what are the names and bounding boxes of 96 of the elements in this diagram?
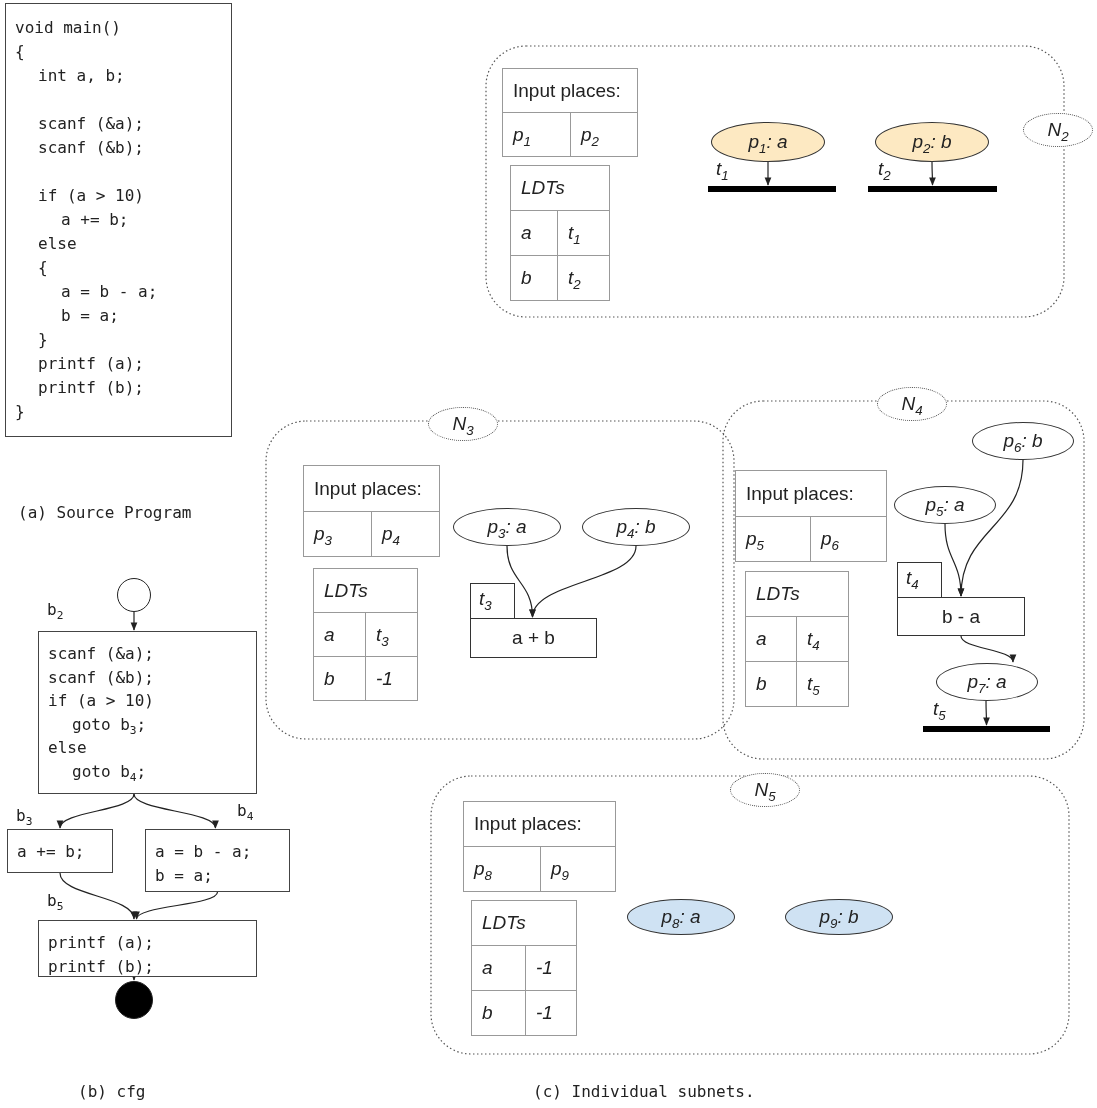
subnet-label: N$_{4}$	[877, 387, 947, 421]
block-label: b$_{5}$	[47, 891, 64, 910]
arrow	[958, 459, 1024, 597]
transition-bar	[708, 186, 836, 192]
table-header: LDTs	[471, 900, 577, 946]
table-header: LDTs	[745, 571, 849, 617]
table-cell: p$_{5}$	[735, 516, 811, 562]
code-line: {	[38, 258, 48, 277]
arrow	[929, 161, 936, 186]
block-label: b$_{3}$	[16, 806, 33, 825]
code-line: int a, b;	[38, 66, 125, 85]
table-header: Input places:	[463, 801, 616, 847]
table-cell: p$_{1}$	[502, 112, 571, 157]
code-line: scanf (&a);	[48, 644, 154, 663]
place-node: p$_{9}$: b	[785, 899, 893, 935]
place-node: p$_{5}$: a	[894, 486, 996, 524]
table-cell: p$_{4}$	[371, 511, 440, 557]
subnet-label: N$_{5}$	[730, 773, 800, 807]
table-header: Input places:	[502, 68, 638, 113]
transition-label: t$_{5}$	[933, 698, 946, 720]
table-cell: p$_{9}$	[540, 846, 616, 892]
table-cell: b	[745, 661, 797, 707]
arrow	[764, 161, 772, 186]
place-node: p$_{1}$: a	[711, 122, 825, 162]
code-box	[5, 3, 232, 437]
table-cell: p$_{3}$	[303, 511, 372, 557]
table-header: LDTs	[313, 568, 418, 613]
arrow	[983, 700, 990, 726]
code-line: if (a > 10)	[48, 691, 154, 710]
block-label: b$_{2}$	[47, 600, 64, 619]
basic-block-box	[38, 631, 257, 794]
subnet-label: N$_{3}$	[428, 407, 498, 441]
place-node: p$_{8}$: a	[627, 899, 735, 935]
table-cell: p$_{2}$	[570, 112, 638, 157]
arrow	[133, 793, 217, 829]
table-header: Input places:	[735, 470, 887, 517]
code-line: a = b - a;	[61, 282, 158, 301]
code-line: else	[38, 234, 77, 253]
code-line: scanf (&b);	[48, 667, 154, 687]
arrow	[960, 635, 1014, 663]
table-cell: -1	[365, 656, 418, 701]
code-line: goto b$_{4}$;	[72, 761, 147, 781]
transition-tab: t$_{3}$	[470, 583, 515, 618]
table-cell: b	[471, 990, 526, 1036]
code-line: void main()	[15, 18, 121, 37]
transition-tab: t$_{4}$	[897, 562, 942, 597]
code-line: else	[48, 738, 87, 757]
table-cell: b	[313, 656, 366, 701]
figure-caption: (c) Individual subnets.	[533, 1082, 755, 1101]
table-cell: p$_{6}$	[810, 516, 887, 562]
code-line: printf (b);	[38, 378, 144, 397]
table-cell: -1	[525, 990, 577, 1036]
code-line: a += b;	[61, 210, 129, 229]
figure-caption: (b) cfg	[78, 1082, 146, 1101]
table-header: LDTs	[510, 165, 610, 211]
code-line: a = b - a;	[155, 842, 252, 861]
code-line: b = a;	[61, 306, 119, 325]
arrow	[59, 793, 135, 829]
place-node: p$_{6}$: b	[972, 422, 1074, 460]
code-line: }	[15, 402, 25, 421]
arrow	[135, 891, 219, 920]
code-line: printf (a);	[48, 933, 154, 952]
table-cell: t$_{5}$	[796, 661, 849, 707]
transition-box: a + b	[470, 618, 597, 658]
transition-bar	[868, 186, 997, 192]
figure-caption: (a) Source Program	[18, 503, 192, 522]
table-cell: b	[510, 255, 558, 301]
place-node: p$_{2}$: b	[875, 122, 989, 162]
code-line: }	[38, 330, 48, 349]
start-node	[117, 578, 151, 612]
code-line: scanf (&a);	[38, 114, 144, 133]
code-line: a += b;	[17, 842, 85, 861]
arrow	[59, 872, 136, 920]
transition-box: b - a	[897, 597, 1025, 636]
place-node: p$_{4}$: b	[582, 508, 690, 546]
basic-block-box	[7, 829, 113, 873]
end-node	[115, 981, 153, 1019]
place-node: p$_{7}$: a	[936, 663, 1038, 701]
transition-bar	[923, 726, 1050, 732]
basic-block-box	[38, 920, 257, 977]
code-line: printf (b);	[48, 956, 154, 976]
block-label: b$_{4}$	[237, 801, 254, 820]
code-line: printf (a);	[38, 354, 144, 373]
table-cell: p$_{8}$	[463, 846, 541, 892]
basic-block-box	[145, 829, 290, 892]
table-header: Input places:	[303, 465, 440, 512]
code-line: goto b$_{3}$;	[72, 714, 147, 734]
code-line: if (a > 10)	[38, 186, 144, 205]
subnet-label: N$_{2}$	[1023, 113, 1093, 147]
code-line: b = a;	[155, 865, 213, 885]
code-line: scanf (&b);	[38, 138, 144, 157]
place-node: p$_{3}$: a	[453, 508, 561, 546]
table-cell: t$_{2}$	[557, 255, 610, 301]
code-line: {	[15, 42, 25, 61]
arrow	[130, 611, 138, 631]
arrow	[531, 545, 637, 618]
